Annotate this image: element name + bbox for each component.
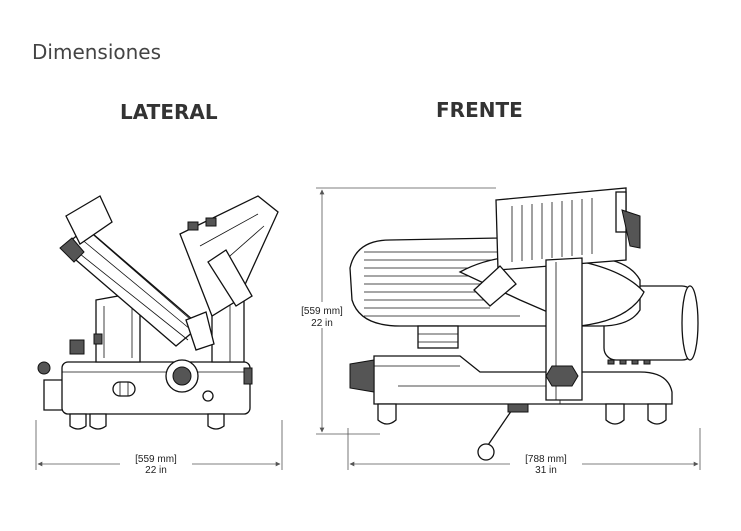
front-width-dimension: [788 mm] 31 in — [347, 428, 701, 476]
front-neck — [417, 325, 459, 349]
front-base — [373, 355, 673, 405]
front-side-knob — [349, 359, 375, 393]
front-view-slicer — [349, 187, 699, 461]
side-pusher-block — [65, 195, 113, 245]
front-pusher-arm — [473, 265, 517, 307]
front-guard-ribs — [364, 251, 520, 317]
front-height-in: 22 in — [311, 318, 333, 329]
side-view-slicer — [37, 195, 279, 430]
front-carriage-column — [545, 257, 583, 401]
side-width-mm: [559 mm] — [135, 454, 177, 465]
side-handle-rod — [43, 379, 62, 411]
front-foot — [605, 403, 625, 425]
lateral-view-label: LATERAL — [120, 100, 218, 124]
front-foot — [647, 403, 667, 425]
side-sharpener — [207, 249, 253, 307]
front-width-in: 31 in — [535, 465, 557, 476]
side-foot — [69, 413, 87, 430]
side-handle-knob — [37, 361, 51, 375]
side-foot — [207, 413, 225, 430]
front-view-label: FRENTE — [436, 98, 523, 122]
front-food-carriage — [495, 187, 627, 271]
side-base-slot — [112, 381, 136, 397]
front-lever-knob — [477, 443, 495, 461]
front-height-dimension: [559 mm] 22 in — [292, 187, 496, 435]
side-width-in: 22 in — [145, 465, 167, 476]
side-width-dimension: [559 mm] 22 in — [35, 420, 283, 476]
front-height-mm: [559 mm] — [301, 306, 343, 317]
front-carriage-knob — [545, 365, 579, 387]
section-title: Dimensiones — [32, 40, 162, 64]
front-width-mm: [788 mm] — [525, 454, 567, 465]
front-foot — [377, 403, 397, 425]
side-foot — [89, 413, 107, 430]
side-base — [61, 361, 251, 415]
front-carriage-slots — [511, 198, 593, 262]
